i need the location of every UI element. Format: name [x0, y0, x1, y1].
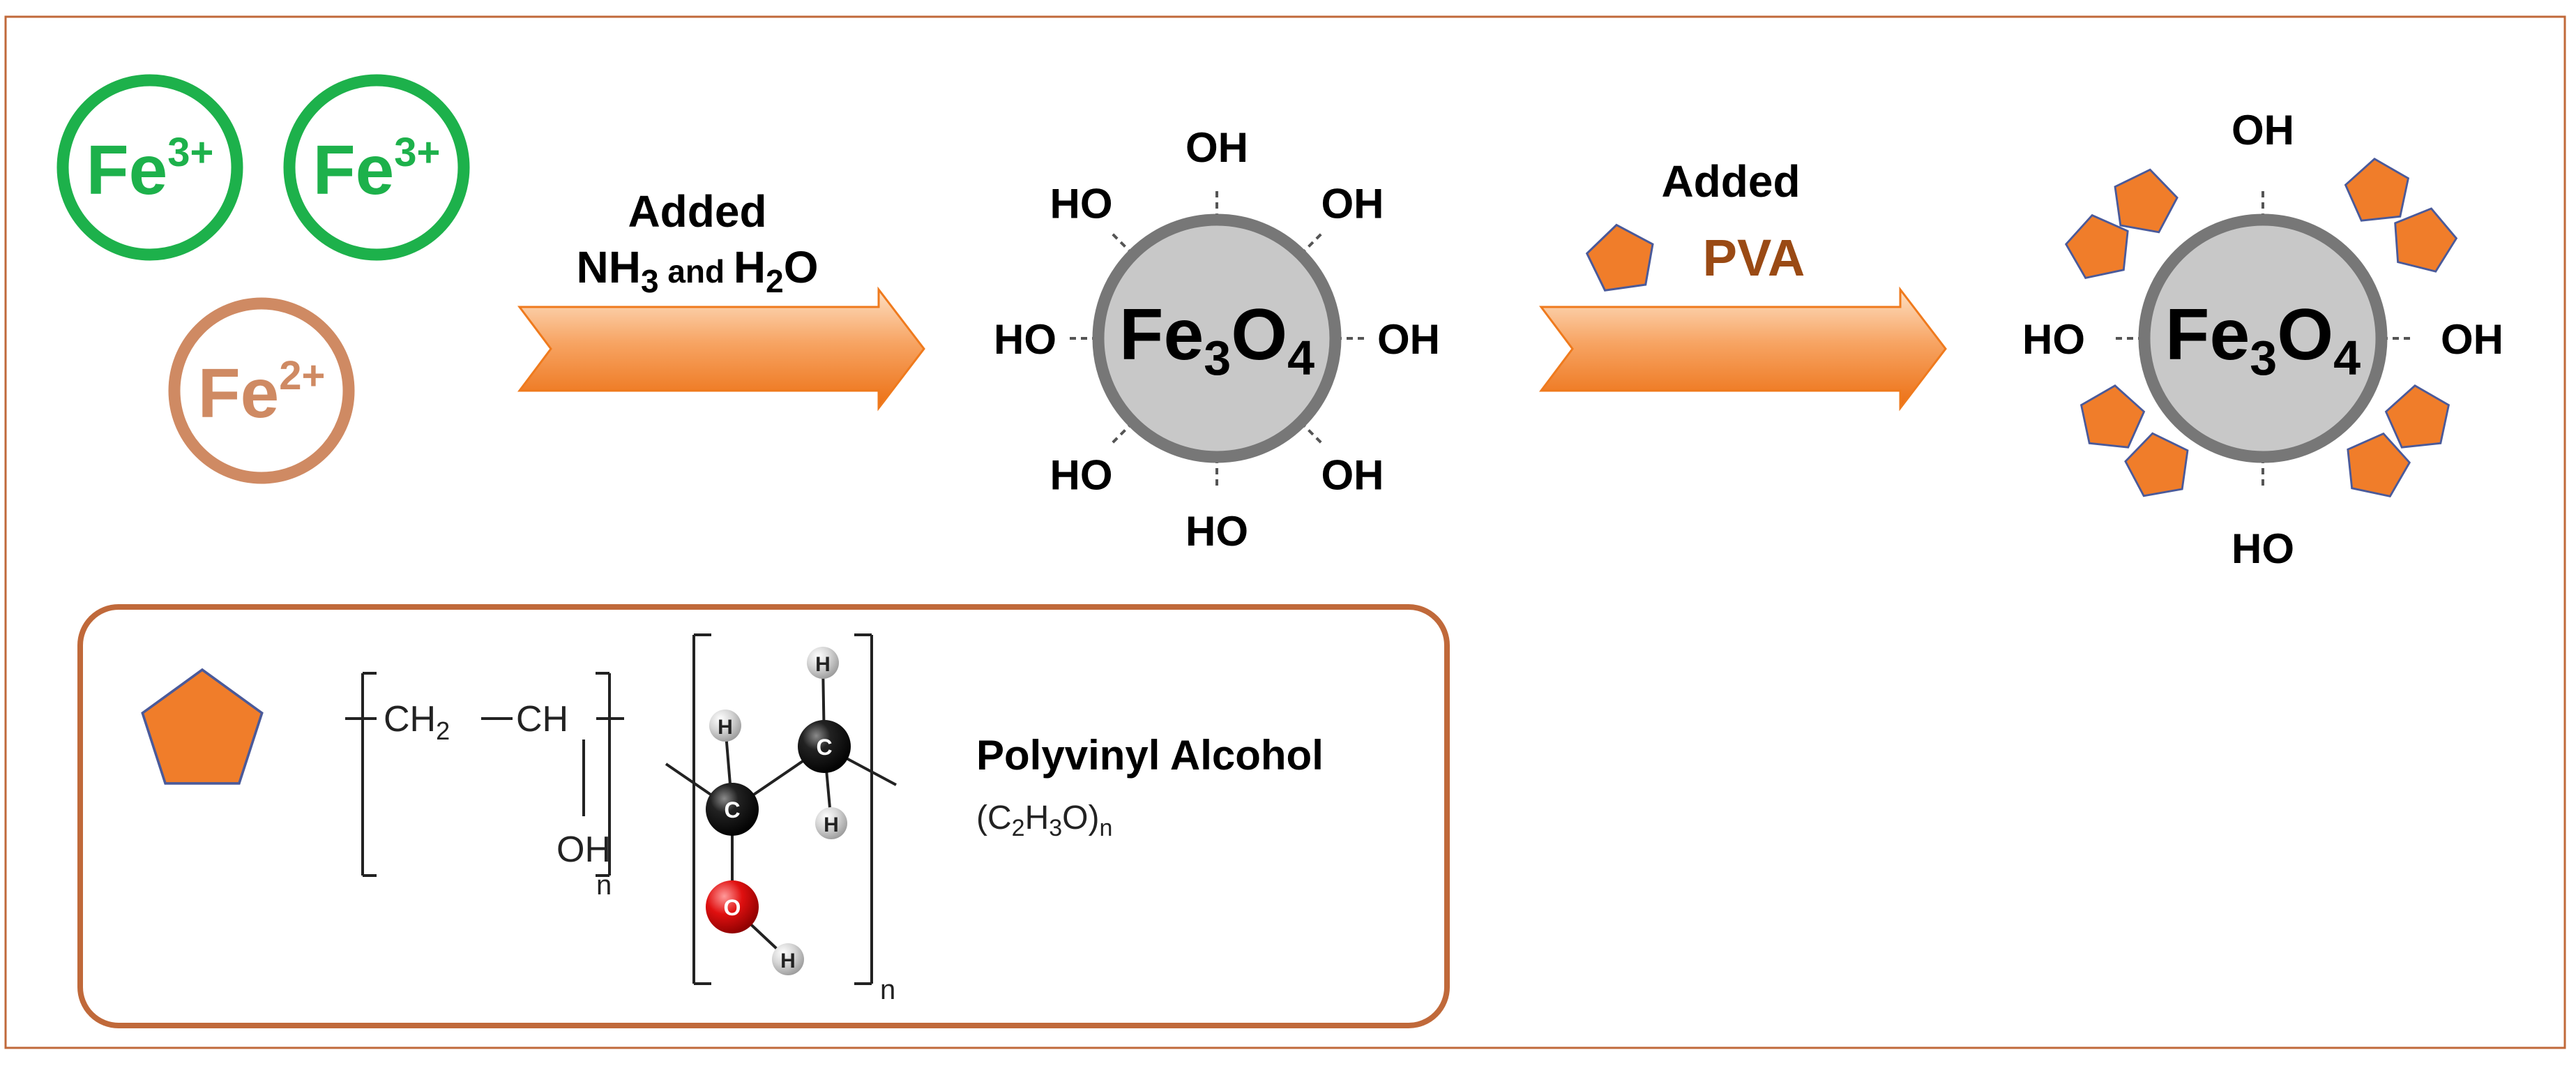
- atom-label: C: [816, 735, 832, 760]
- pva-pentagon-icon: [2342, 154, 2414, 223]
- ion-element: Fe: [86, 131, 168, 209]
- ion-charge: 3+: [167, 130, 213, 175]
- ion-charge: 3+: [394, 130, 440, 175]
- pva-ball-stick-model: H H H H C C O n: [665, 633, 897, 1005]
- structural-oh: OH: [556, 829, 611, 870]
- atom-label: H: [718, 716, 733, 739]
- particle1-hydroxyl-label: OH: [1321, 451, 1384, 498]
- pva-pentagon-icon: [2382, 381, 2454, 450]
- ion-element: Fe: [313, 131, 395, 209]
- particle1-hydroxyl-label: OH: [1185, 124, 1248, 171]
- particle1-hydroxyl-label: HO: [994, 316, 1056, 363]
- particle1-hydroxyl-label: HO: [1050, 451, 1113, 498]
- svg-text:Fe2+: Fe2+: [198, 353, 326, 433]
- pva-pentagon-icon: [1582, 219, 1660, 294]
- particle2-hydroxyl-labels: OH OH HO HO: [2022, 107, 2503, 572]
- particle2-label: Fe3O4: [2165, 294, 2361, 385]
- step1-arrow: [517, 286, 925, 412]
- atom-label: C: [724, 797, 740, 823]
- particle1-hydroxyl-label: OH: [1377, 316, 1440, 363]
- atom-label: H: [824, 813, 839, 836]
- particle1-hydroxyl-label: OH: [1321, 181, 1384, 227]
- step1-reagent-label: NH3 and H2O: [577, 242, 819, 299]
- atom-oxygen: [706, 880, 759, 933]
- particle1-hydroxyl-labels: OH OH OH OH HO HO HO HO: [994, 124, 1440, 555]
- ion-fe3-plus-1: Fe3+: [56, 74, 243, 261]
- ion-element: Fe: [198, 354, 280, 433]
- step1-added-label: Added: [628, 186, 766, 237]
- outer-frame: [4, 15, 2566, 1049]
- step2-arrow: [1539, 286, 1947, 412]
- atom-hydrogen: [709, 710, 741, 742]
- legend-box: [77, 604, 1450, 1028]
- atom-hydrogen: [815, 807, 847, 839]
- particle1-label: Fe3O4: [1119, 294, 1314, 385]
- structural-ch: CH: [516, 699, 568, 740]
- particle1-hydroxyl-label: HO: [1050, 181, 1113, 227]
- ion-fe2-plus: Fe2+: [168, 297, 355, 484]
- atom-carbon: [706, 783, 759, 836]
- legend-name: Polyvinyl Alcohol: [976, 732, 1324, 779]
- svg-text:Fe3+: Fe3+: [86, 130, 214, 209]
- particle2-hydroxyl-label: OH: [2232, 107, 2294, 153]
- atom-hydrogen: [807, 647, 839, 679]
- particle2-hydroxyl-label: HO: [2022, 316, 2085, 363]
- particle1-hydroxyl-label: HO: [1185, 508, 1248, 555]
- pva-structural-formula: [345, 672, 624, 877]
- pva-pentagon-icon: [2107, 163, 2183, 236]
- particle2-core: [2138, 213, 2388, 463]
- particle2-hydroxyl-label: OH: [2441, 316, 2503, 363]
- step2-reagent-label: PVA: [1703, 229, 1805, 287]
- legend-formula: (C2H3O)n: [976, 799, 1112, 841]
- atom-label: O: [724, 895, 741, 920]
- atom-label: H: [780, 949, 796, 973]
- svg-text:Fe3+: Fe3+: [313, 130, 441, 209]
- model-n: n: [880, 975, 895, 1005]
- structural-ch2: CH2: [384, 699, 450, 745]
- particle2-hydroxyl-label: HO: [2232, 525, 2294, 572]
- step2-added-label: Added: [1661, 156, 1800, 207]
- pva-pentagon-icon: [2076, 381, 2148, 450]
- atom-label: H: [815, 653, 831, 676]
- ion-charge: 2+: [279, 353, 325, 398]
- atom-carbon: [798, 720, 851, 773]
- particle1-core: [1092, 213, 1342, 463]
- ion-fe3-plus-2: Fe3+: [283, 74, 470, 261]
- atom-hydrogen: [772, 943, 804, 975]
- structural-n: n: [596, 870, 612, 901]
